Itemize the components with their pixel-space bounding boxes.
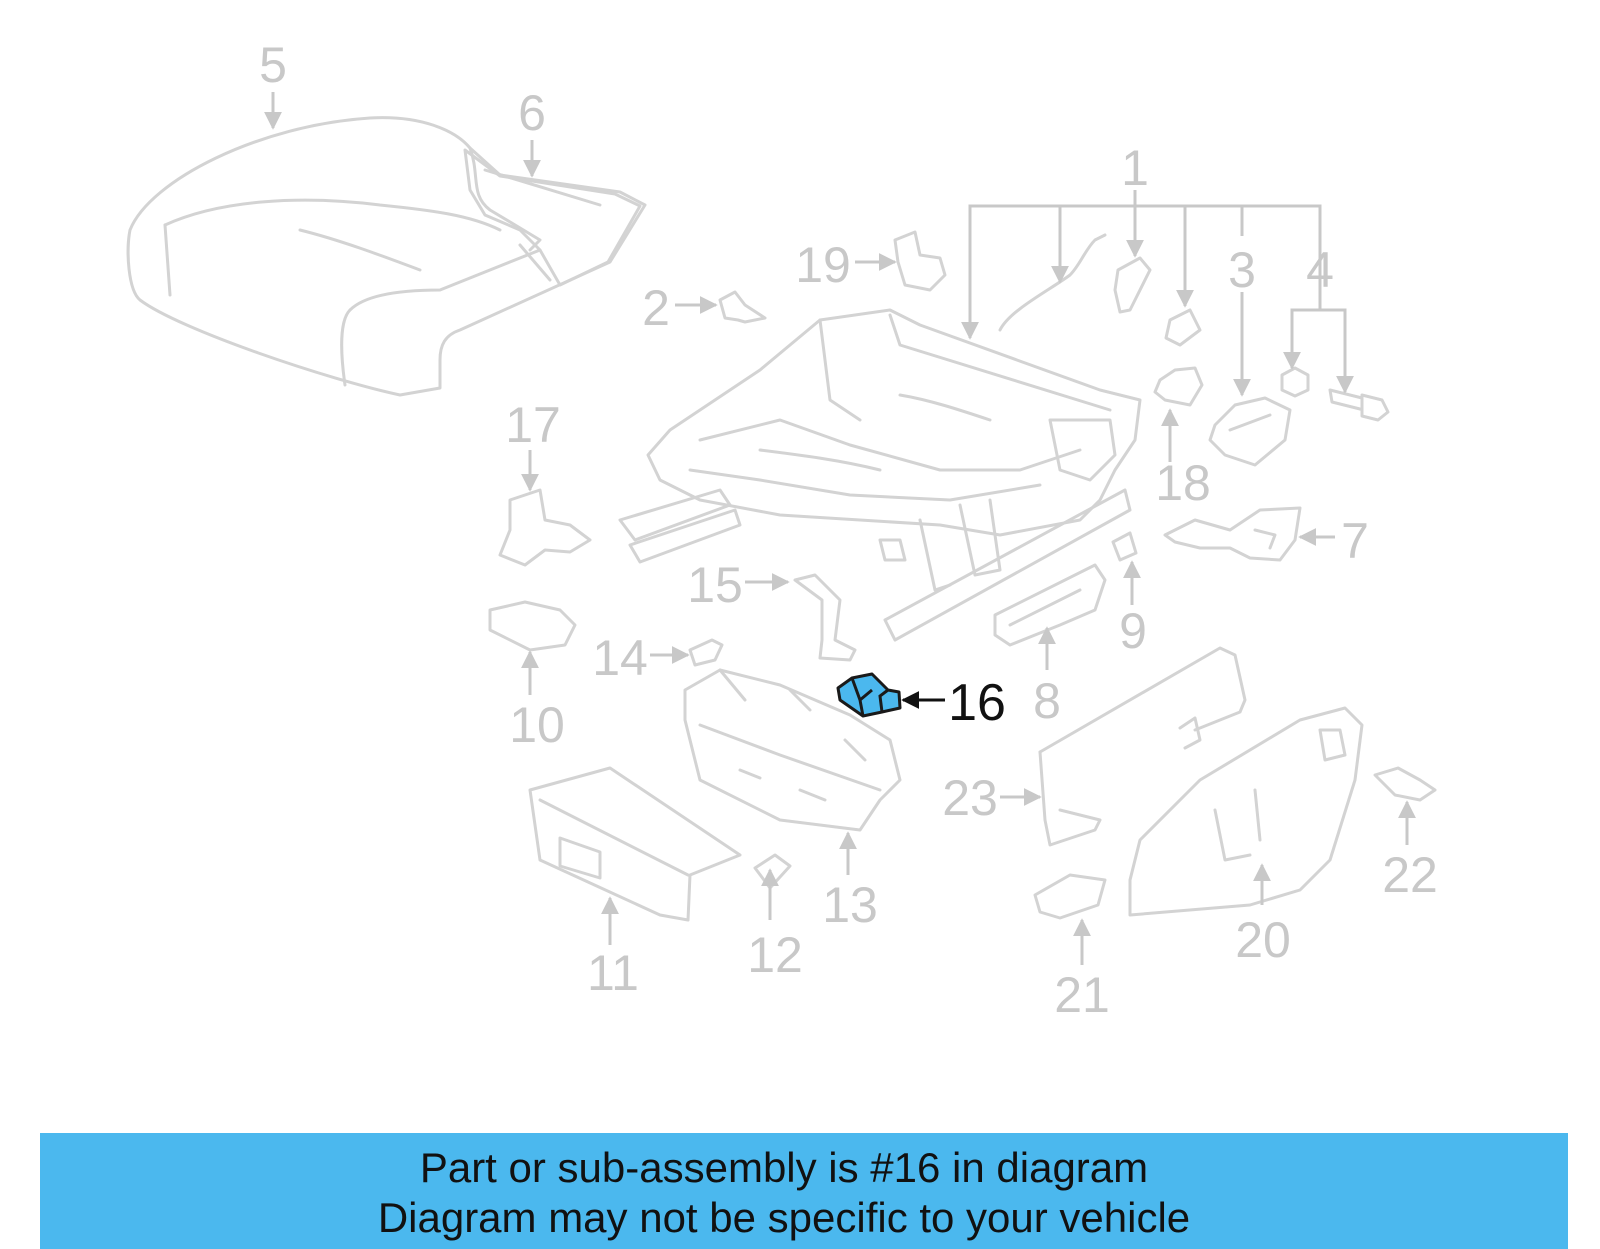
seat-frame (618, 308, 1142, 642)
callout-23: 23 (942, 770, 998, 826)
callout-22: 22 (1382, 847, 1438, 903)
part-6-cushion-pad (463, 148, 642, 287)
part-19-clip (893, 230, 947, 292)
info-banner: Part or sub-assembly is #16 in diagram D… (40, 1133, 1568, 1249)
part-5-seat-cushion (126, 116, 647, 397)
callout-19: 19 (795, 237, 851, 293)
part-21-clip (1033, 873, 1107, 920)
part-16-highlighted[interactable] (836, 672, 945, 718)
callout-13: 13 (822, 877, 878, 933)
part-12-clip (753, 853, 792, 890)
callout-labels: 5 6 1 3 4 19 2 17 18 7 15 9 14 8 10 23 2… (259, 37, 1438, 1023)
part-10-bracket (488, 600, 577, 652)
callout-12: 12 (747, 927, 803, 983)
part-7-bracket (1163, 506, 1302, 562)
part-8-cover (993, 563, 1107, 647)
part-1-cable (998, 233, 1152, 332)
callout-6: 6 (518, 85, 546, 141)
callout-8: 8 (1033, 673, 1061, 729)
callout-2: 2 (642, 280, 670, 336)
part-22-clip (1373, 766, 1437, 802)
callout-3: 3 (1228, 242, 1256, 298)
part-11-drawer (528, 766, 742, 922)
part-23-wire-frame (1038, 646, 1247, 847)
callout-10: 10 (509, 697, 565, 753)
callout-21: 21 (1054, 967, 1110, 1023)
callout-7: 7 (1341, 513, 1369, 569)
banner-line-2: Diagram may not be specific to your vehi… (377, 1194, 1191, 1241)
part-3-motor (1208, 396, 1292, 467)
part-18-bracket (1153, 366, 1204, 407)
part-9-clip (1111, 531, 1138, 562)
part-2-fastener (718, 290, 767, 324)
part-4-nut-bolt (1280, 366, 1390, 422)
part-14-fastener (688, 638, 724, 667)
callout-20: 20 (1235, 912, 1291, 968)
part-17-bracket (498, 488, 592, 567)
callout-14: 14 (592, 630, 648, 686)
part-20-side-shield (1128, 706, 1364, 917)
part-15-bracket (793, 573, 857, 662)
callout-16: 16 (948, 674, 1006, 732)
callout-17: 17 (505, 397, 561, 453)
callout-1: 1 (1121, 140, 1149, 196)
banner-line-1: Part or sub-assembly is #16 in diagram (419, 1144, 1149, 1191)
leader-lines (264, 92, 1416, 965)
callout-9: 9 (1119, 603, 1147, 659)
parts-diagram: 5 6 1 3 4 19 2 17 18 7 15 9 14 8 10 23 2… (126, 37, 1438, 1023)
part-1-bracket (1164, 308, 1202, 347)
part-13-tray (683, 668, 902, 832)
callout-11: 11 (587, 945, 639, 1001)
callout-18: 18 (1155, 455, 1211, 511)
callout-4: 4 (1306, 242, 1334, 298)
callout-5: 5 (259, 37, 287, 93)
callout-15: 15 (687, 557, 743, 613)
